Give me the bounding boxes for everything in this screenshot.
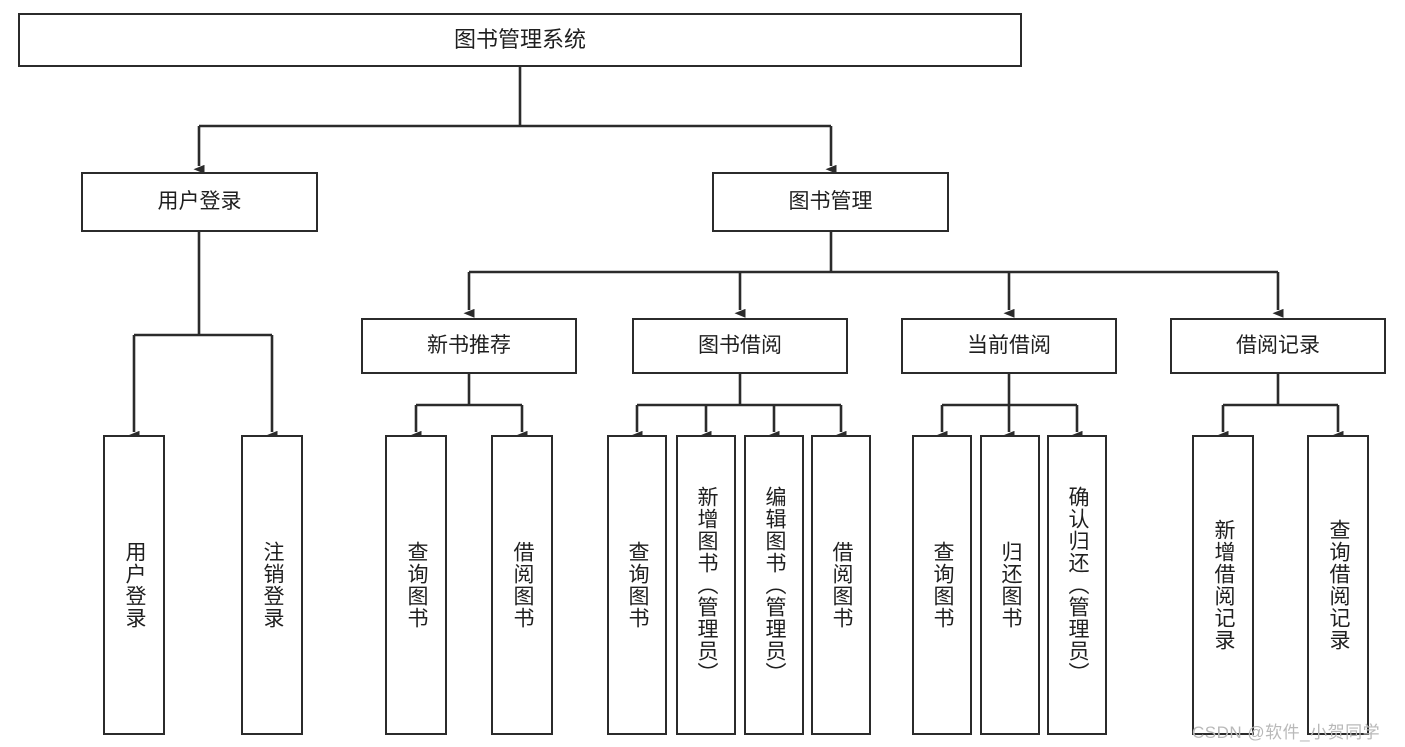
node-leaf-user-login[interactable]: 用户登录 <box>103 435 165 735</box>
node-leaf-logout-login[interactable]: 注销登录 <box>241 435 303 735</box>
node-borrow-record[interactable]: 借阅记录 <box>1170 318 1386 374</box>
node-leaf-add-book[interactable]: 新增图书（管理员） <box>676 435 736 735</box>
node-leaf-edit-book-label: 编辑图书（管理员） <box>763 486 787 684</box>
node-book-borrow-label: 图书借阅 <box>698 333 782 357</box>
node-leaf-query-record-label: 查询借阅记录 <box>1327 519 1351 651</box>
node-leaf-query-book-2[interactable]: 查询图书 <box>607 435 667 735</box>
node-leaf-query-book-1-label: 查询图书 <box>405 541 429 629</box>
node-leaf-query-record[interactable]: 查询借阅记录 <box>1307 435 1369 735</box>
node-root-system[interactable]: 图书管理系统 <box>18 13 1022 67</box>
node-book-manage-label: 图书管理 <box>788 189 873 213</box>
node-leaf-confirm-return-label: 确认归还（管理员） <box>1066 486 1090 684</box>
node-book-borrow[interactable]: 图书借阅 <box>632 318 848 374</box>
node-leaf-add-record[interactable]: 新增借阅记录 <box>1192 435 1254 735</box>
node-leaf-return-book[interactable]: 归还图书 <box>980 435 1040 735</box>
node-current-borrow-label: 当前借阅 <box>967 333 1051 357</box>
node-leaf-query-book-3-label: 查询图书 <box>931 541 955 629</box>
node-user-login-label: 用户登录 <box>157 189 242 213</box>
node-leaf-query-book-3[interactable]: 查询图书 <box>912 435 972 735</box>
node-leaf-confirm-return[interactable]: 确认归还（管理员） <box>1047 435 1107 735</box>
node-leaf-borrow-book-1-label: 借阅图书 <box>511 541 535 629</box>
watermark-text: CSDN @软件_小贺同学 <box>1192 723 1381 742</box>
node-new-book-recommend[interactable]: 新书推荐 <box>361 318 577 374</box>
node-current-borrow[interactable]: 当前借阅 <box>901 318 1117 374</box>
node-leaf-logout-login-label: 注销登录 <box>261 541 285 629</box>
node-root-label: 图书管理系统 <box>453 27 586 53</box>
node-borrow-record-label: 借阅记录 <box>1236 333 1320 357</box>
node-leaf-borrow-book-2[interactable]: 借阅图书 <box>811 435 871 735</box>
node-new-book-recommend-label: 新书推荐 <box>427 333 511 357</box>
node-leaf-edit-book[interactable]: 编辑图书（管理员） <box>744 435 804 735</box>
node-book-manage[interactable]: 图书管理 <box>712 172 949 232</box>
node-leaf-borrow-book-2-label: 借阅图书 <box>830 541 854 629</box>
node-leaf-query-book-2-label: 查询图书 <box>626 541 650 629</box>
node-leaf-add-book-label: 新增图书（管理员） <box>695 486 719 684</box>
node-leaf-borrow-book-1[interactable]: 借阅图书 <box>491 435 553 735</box>
node-leaf-return-book-label: 归还图书 <box>999 541 1023 629</box>
node-leaf-add-record-label: 新增借阅记录 <box>1212 519 1236 651</box>
node-leaf-user-login-label: 用户登录 <box>123 541 147 629</box>
node-leaf-query-book-1[interactable]: 查询图书 <box>385 435 447 735</box>
node-user-login[interactable]: 用户登录 <box>81 172 318 232</box>
